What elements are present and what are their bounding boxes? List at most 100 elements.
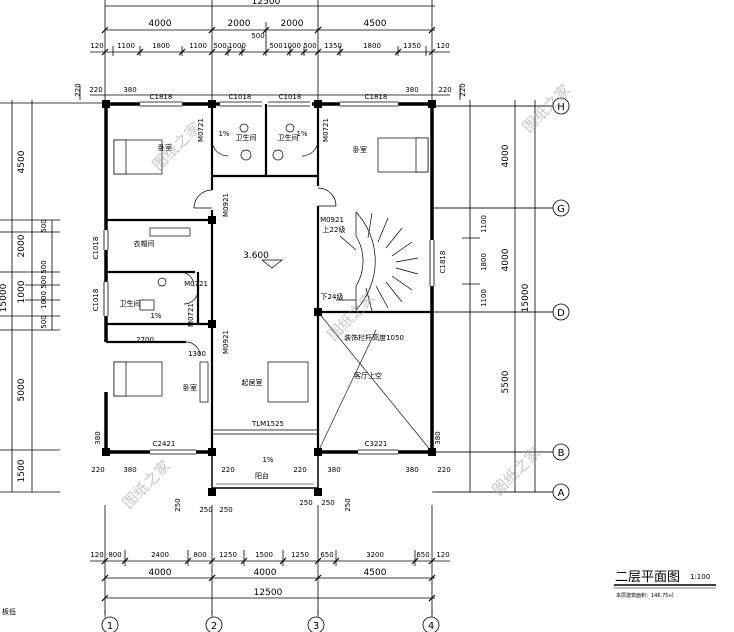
interior-dim: 2700 [136,336,154,344]
slope-label: 1% [296,130,307,138]
right-total-dim: 15000 [521,283,531,312]
railing-label: 装饰栏杆高度1050 [344,333,404,342]
window-label: C1018 [229,93,252,101]
bottom-total-dim: 12500 [254,588,283,598]
room-label: 卧室 [353,145,367,154]
drawing-title: 二层平面图 [615,570,680,585]
left-dim: 1500 [17,459,27,482]
door-swings [179,139,337,357]
bottom-dim: 650 [320,551,333,559]
top-ext-dim: 220 [459,83,467,96]
room-label: 卫生间 [120,299,141,308]
left-dim: 5000 [17,378,27,401]
top-dim2: 500 [269,42,282,50]
window-label: C1818 [150,93,173,101]
right-dim: 1100 [480,289,488,307]
top-dim2: 1350 [324,42,342,50]
top-dim2: 1000 [283,42,301,50]
top-ext-dim: 220 [438,86,451,94]
window-label: C1018 [92,237,100,260]
interior-dim: 220 [293,466,306,474]
top-dim2: 1000 [228,42,246,50]
title-underline [614,584,716,589]
axis-label: 4 [428,621,434,632]
top-ext-dim: 380 [405,86,418,94]
exterior-walls [104,102,434,454]
window-label: C1818 [365,93,388,101]
furniture [113,123,429,403]
slope-label: 1% [262,456,273,464]
room-label: 卧室 [183,383,197,392]
axis-label: 2 [211,621,217,632]
room-label: 阳台 [255,471,269,480]
room-label: 卧室 [158,143,172,152]
axis-grid-lines [104,105,553,618]
window-label: C1018 [279,93,302,101]
interior-dim: 380 [123,466,136,474]
right-dim: 4000 [501,144,511,167]
top-dim: 4000 [149,19,172,29]
floor-area: 本层建筑面积：146.70㎡ [616,592,674,599]
top-dim: 2000 [228,19,251,29]
bottom-dim: 650 [416,551,429,559]
left-total-dim: 15000 [0,283,9,312]
spiral-stair [336,211,419,312]
interior-dim: 250 [344,498,352,511]
interior-dim: 220 [91,466,104,474]
left-dimension-lines [0,100,105,493]
right-dim: 1800 [480,253,488,271]
top-dim2: 500 [303,42,316,50]
interior-dim: 250 [199,506,212,514]
top-ext-dim: 220 [89,86,102,94]
door-label: M0921 [222,330,230,354]
axis-label: H [557,102,565,113]
interior-dim: 1300 [188,350,206,358]
room-label: 起居室 [242,378,263,387]
top-dimension-lines [79,0,461,100]
axis-label: 3 [313,621,319,632]
window-label: C2421 [153,440,176,448]
door-label: M0921 [222,193,230,217]
room-label: 卫生间 [236,133,257,142]
top-total-dim: 12500 [252,0,281,7]
top-ext-dim: 220 [74,83,82,96]
axis-label: D [557,308,565,319]
axis-bubbles [101,97,570,632]
bottom-dim: 120 [90,551,103,559]
top-ext-dim: 380 [123,86,136,94]
bottom-dim: 2400 [151,551,169,559]
void-diagonals [317,311,433,453]
level-marker [261,259,283,269]
bottom-dim: 1250 [219,551,237,559]
window-label: C1018 [92,289,100,312]
bottom-dim: 120 [436,551,449,559]
left-dim: 4500 [17,150,27,173]
window-lines [103,101,435,455]
interior-dim: 250 [299,499,312,507]
left-dim: 1000 [17,280,27,303]
interior-dim: 380 [405,466,418,474]
top-dim2: 1800 [152,42,170,50]
door-label: M0721 [184,280,208,288]
axis-label: B [558,448,565,459]
axis-label: G [557,204,565,215]
top-dim2: 1350 [403,42,421,50]
window-label: TLM1525 [251,420,284,428]
left-note: 板低 [2,607,16,616]
interior-dim: 250 [219,506,232,514]
right-dimension-lines [432,100,555,493]
door-label: M0721 [187,303,195,327]
interior-dim: 380 [434,431,442,444]
window-label: C3221 [365,440,388,448]
bottom-dim: 4000 [254,568,277,578]
window-label: C1818 [439,251,447,274]
door-label: M0921 [320,216,344,224]
bottom-dim: 3200 [366,551,384,559]
left-dim: 500 [40,315,48,328]
stair-down-label: 下24级 [321,292,344,301]
room-label: 衣帽间 [134,239,155,248]
bottom-dimension-lines [90,505,450,615]
left-dim: 500 [40,219,48,232]
bottom-dim: 1500 [255,551,273,559]
stair-up-label: 上22级 [323,225,346,234]
